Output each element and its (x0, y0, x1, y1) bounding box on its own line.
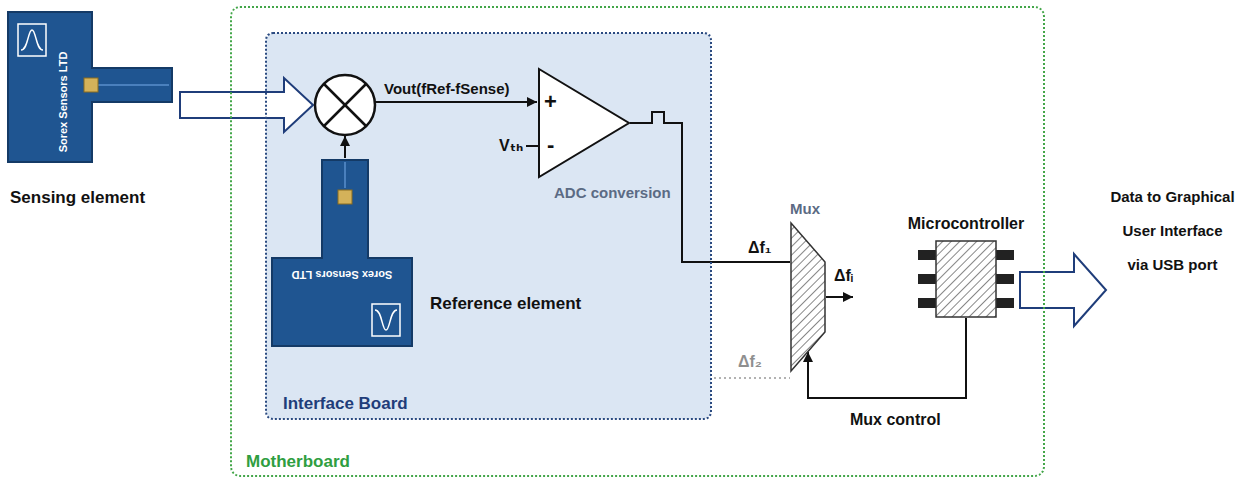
signal-name: Δf₂ (738, 352, 762, 371)
element-label: Reference element (430, 294, 581, 314)
signal-connector (808, 318, 966, 398)
block-label: Mux (790, 200, 820, 218)
interface-board-fill (266, 33, 711, 419)
signal-name: Δfᵢ (834, 266, 853, 285)
text-holder: Microcontroller (908, 214, 1024, 233)
logo-frame (372, 304, 400, 336)
node-outline (918, 240, 1014, 318)
text-holder: Interface Board (283, 394, 408, 414)
text-holder: + (544, 91, 557, 113)
mux-output-wire (826, 296, 853, 298)
mixer-symbol (315, 75, 375, 135)
chip-pin (918, 298, 936, 308)
board-print: Sorex Sensors LTD (57, 52, 70, 153)
text-holder: Reference element (430, 294, 581, 314)
text-holder: Δf₂ (738, 352, 762, 371)
board-print: Sorex Sensors LTD (292, 267, 393, 280)
chip-pin (996, 274, 1014, 284)
input-sign: - (547, 134, 554, 156)
text-holder: Sorex Sensors LTD (57, 52, 70, 153)
pcb-trace (98, 84, 169, 86)
sensor-chip (338, 190, 352, 204)
output-note: Data to Graphical User Interface via USB… (1110, 180, 1235, 282)
mixer-output-wire (375, 101, 537, 103)
text-holder: Vₜₕ (499, 136, 523, 155)
comparator-symbol: +-ADC conversion (538, 68, 630, 178)
chip-pin (996, 298, 1014, 308)
text-holder: Motherboard (246, 452, 350, 472)
reference-wire (344, 136, 346, 158)
signal-block-arrow (180, 78, 313, 132)
block-label: ADC conversion (554, 184, 671, 202)
chip-body (936, 241, 996, 317)
mux-symbol: Mux (790, 222, 826, 372)
pcb-outline (272, 160, 412, 346)
signal-name: Vₜₕ (499, 136, 523, 155)
chip-pin (918, 250, 936, 260)
unused-input-wire (714, 377, 790, 379)
region-label: Motherboard (246, 452, 350, 472)
node-outline (790, 222, 826, 372)
reference-board: Sorex Sensors LTD Reference element (270, 158, 600, 348)
edge-label: Mux control (850, 410, 941, 429)
logo-mark (375, 310, 397, 330)
text-holder: Mux control (850, 410, 941, 429)
chip-pin (918, 274, 936, 284)
text-holder: - (547, 134, 554, 156)
text-holder: Vout(fRef-fSense) (384, 80, 510, 98)
block-label: Microcontroller (908, 214, 1024, 233)
pcb-trace (344, 162, 346, 188)
text-holder: Δf₁ (748, 238, 771, 257)
logo-mark (21, 30, 43, 50)
chip-pin (996, 250, 1014, 260)
region-label: Interface Board (283, 394, 408, 414)
signal-name: Vout(fRef-fSense) (384, 80, 510, 98)
sensor-chip (84, 78, 98, 92)
text-holder: Mux (790, 200, 820, 218)
edge-label: Δf₁ (748, 238, 771, 257)
text-holder: ADC conversion (554, 184, 671, 202)
node-outline (538, 68, 630, 178)
mux-outline (791, 223, 825, 371)
microcontroller-chip: Microcontroller (918, 240, 1014, 318)
sensor-board: Sorex Sensors LTD Sensing element (6, 10, 176, 210)
text-holder: Δfᵢ (834, 266, 853, 285)
text-holder: Sensing element (10, 188, 145, 208)
node-outline (270, 158, 600, 348)
mixer-cross (324, 84, 366, 126)
text-holder: Sorex Sensors LTD (292, 267, 393, 280)
logo-frame (18, 24, 46, 56)
motherboard-region: Motherboard Interface Board Sorex Sensors … (230, 6, 1045, 477)
pcb-outline (8, 12, 172, 162)
mixer-cross (324, 84, 366, 126)
comparator-outline (539, 69, 629, 177)
text-holder: Data to Graphical User Interface via USB… (1110, 180, 1235, 282)
threshold-wire (526, 145, 539, 147)
node-outline (6, 10, 176, 210)
input-sign: + (544, 91, 557, 113)
usb-block-arrow (1020, 254, 1106, 326)
element-label: Sensing element (10, 188, 145, 208)
